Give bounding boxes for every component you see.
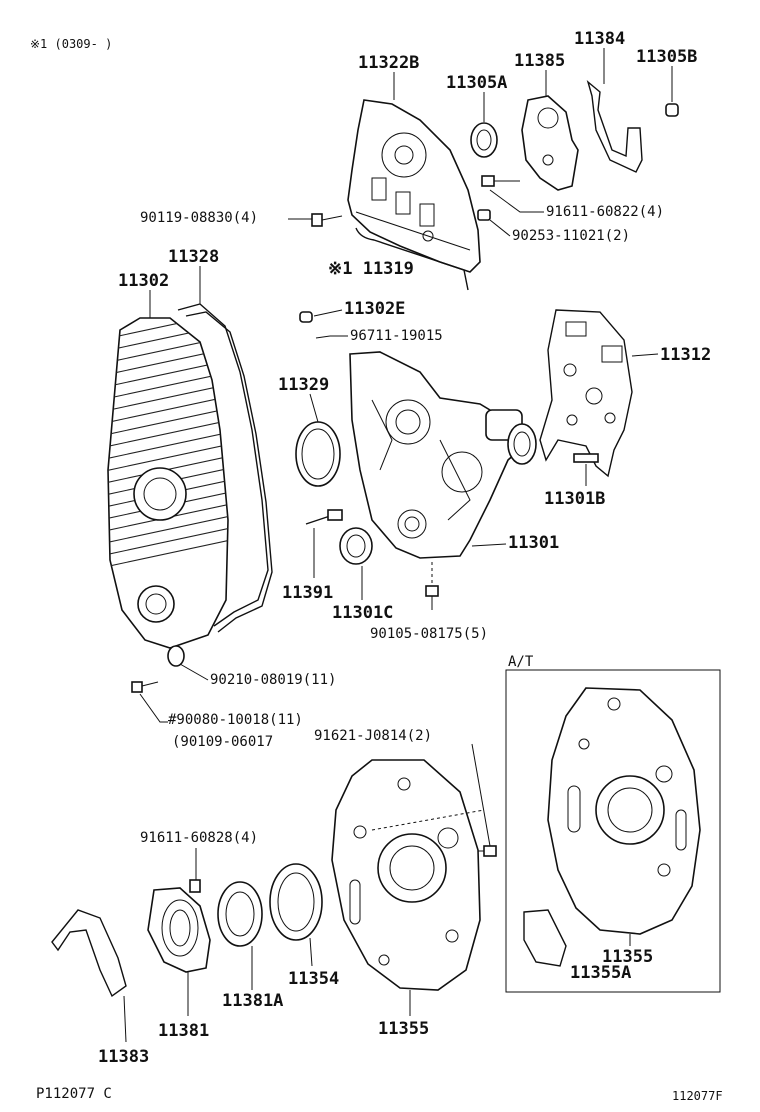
part-11329-drawing xyxy=(295,421,341,487)
part-11305b-drawing xyxy=(665,103,679,117)
label-91611-60828: 91611-60828(4) xyxy=(140,830,258,846)
label-11381a: 11381A xyxy=(222,991,283,1011)
label-11319: ※1 11319 xyxy=(328,259,414,279)
bolt-90119-drawing xyxy=(311,213,343,227)
part-11381a-drawing xyxy=(217,881,263,947)
part-11301c-drawing xyxy=(339,527,373,565)
part-11302-drawing xyxy=(107,317,229,649)
part-96711-drawing xyxy=(315,335,331,339)
part-11355a-drawing xyxy=(523,909,567,967)
nut-90210-drawing xyxy=(167,645,185,667)
label-11312: 11312 xyxy=(660,345,711,365)
leader-11302e xyxy=(313,309,343,317)
leader-91621-j0814 xyxy=(471,743,491,847)
leader-11329 xyxy=(309,393,319,423)
bolt-90080-drawing xyxy=(131,681,159,693)
nut-90253-drawing xyxy=(477,209,491,221)
leader-90253-11021 xyxy=(489,219,511,237)
label-11305b: 11305B xyxy=(636,47,697,67)
label-11329: 11329 xyxy=(278,375,329,395)
leader-11383 xyxy=(123,995,127,1043)
label-11354: 11354 xyxy=(288,969,339,989)
part-11384-drawing xyxy=(586,80,643,173)
label-91621-j0814: 91621-J0814(2) xyxy=(314,728,432,744)
label-90253-11021: 90253-11021(2) xyxy=(512,228,630,244)
leader-91611-60822 xyxy=(489,189,544,213)
part-11381-drawing xyxy=(147,887,211,973)
label-11301b: 11301B xyxy=(544,489,605,509)
part-11354-drawing xyxy=(269,863,323,941)
label-11355a: 11355A xyxy=(570,963,631,983)
part-11312-drawing xyxy=(539,309,633,478)
leader-90080-10018 xyxy=(139,693,168,723)
label-11391: 11391 xyxy=(282,583,333,603)
label-90080-10018: #90080-10018(11) xyxy=(168,712,303,728)
label-90109-06017: (90109-06017 xyxy=(172,734,273,750)
part-11355-at-drawing xyxy=(547,687,701,935)
at-label: A/T xyxy=(508,654,534,670)
label-11302e: 11302E xyxy=(344,299,405,319)
label-90105-08175: 90105-08175(5) xyxy=(370,626,488,642)
part-11301b-drawing xyxy=(573,453,599,463)
part-11302e-drawing xyxy=(299,311,313,323)
bolt-91611-60822-drawing xyxy=(481,175,520,187)
leader-11301 xyxy=(471,543,507,547)
leader-11354 xyxy=(309,937,313,967)
label-11305a: 11305A xyxy=(446,73,507,93)
bolt-90105-drawing xyxy=(425,585,439,610)
label-11328: 11328 xyxy=(168,247,219,267)
part-11322b-drawing xyxy=(347,99,481,291)
label-90210-08019: 90210-08019(11) xyxy=(210,672,336,688)
bolt-91611-60828-drawing xyxy=(189,879,201,893)
label-11355: 11355 xyxy=(378,1019,429,1039)
label-11301: 11301 xyxy=(508,533,559,553)
part-11328-drawing xyxy=(177,303,273,633)
label-11381: 11381 xyxy=(158,1021,209,1041)
label-11302: 11302 xyxy=(118,271,169,291)
part-11385-drawing xyxy=(521,95,579,191)
leader-90210-08019 xyxy=(179,663,209,681)
part-11301-drawing xyxy=(349,351,537,559)
part-11305a-drawing xyxy=(470,122,498,158)
label-96711-19015: 96711-19015 xyxy=(350,328,443,344)
label-11385: 11385 xyxy=(514,51,565,71)
part-11383-drawing xyxy=(51,909,127,998)
label-11355-at: 11355 xyxy=(602,947,653,967)
part-11391-drawing xyxy=(305,509,343,525)
label-91611-60822: 91611-60822(4) xyxy=(546,204,664,220)
label-11384: 11384 xyxy=(574,29,625,49)
label-90119-08830: 90119-08830(4) xyxy=(140,210,258,226)
label-11383: 11383 xyxy=(98,1047,149,1067)
label-11301c: 11301C xyxy=(332,603,393,623)
label-11322b: 11322B xyxy=(358,53,419,73)
variant-note: ※1 (0309- ) xyxy=(30,37,112,51)
code-left: P112077 C xyxy=(36,1086,112,1102)
at-box xyxy=(505,669,721,993)
leader-11312 xyxy=(631,353,659,357)
part-11355-drawing xyxy=(331,759,485,991)
code-right: 112077F xyxy=(672,1089,723,1103)
